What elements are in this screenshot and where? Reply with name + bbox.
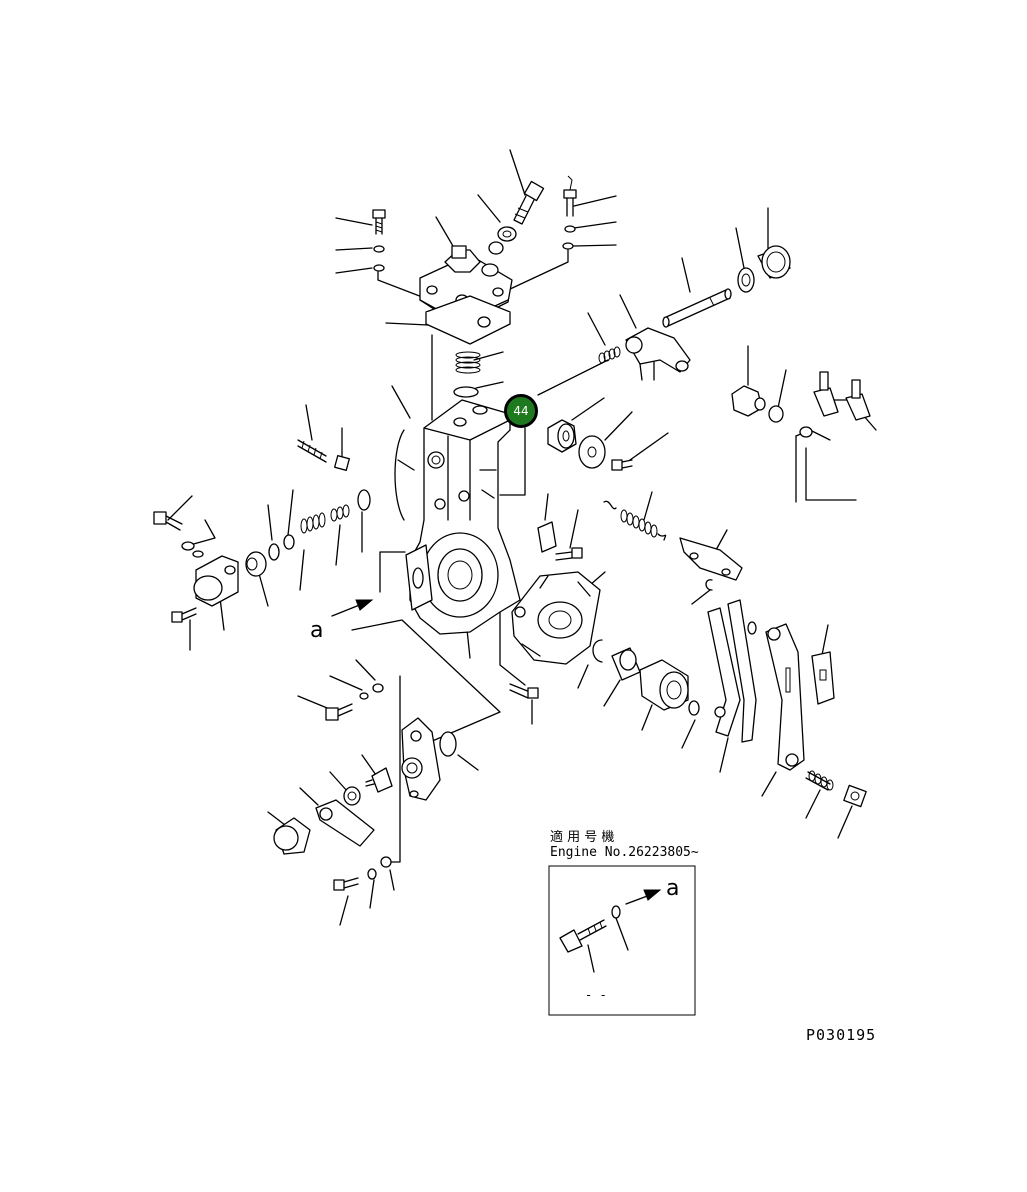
washer: [373, 264, 385, 272]
plate-lower: [315, 799, 375, 847]
o-ring-left: [357, 489, 371, 511]
view-arrow-head: [355, 599, 374, 611]
washer-left-3: [268, 543, 280, 561]
top-cover-assembly: [419, 245, 513, 345]
view-arrow: [331, 603, 363, 617]
washer-lower-2: [359, 692, 369, 700]
circlip: [705, 579, 713, 591]
spring-washer-right: [564, 225, 576, 233]
top-washer: [497, 226, 517, 242]
bracket-plate: [679, 537, 743, 581]
nipple: [365, 767, 393, 793]
inset-arrow-label: a: [666, 876, 680, 901]
plug-right: [731, 385, 766, 417]
spring-long: [603, 500, 667, 541]
bushing-left: [245, 551, 267, 577]
cap-housing: [193, 555, 239, 607]
stud-bolt: [297, 439, 327, 463]
inset-arrow: [625, 894, 651, 905]
washer-left-2: [192, 550, 204, 558]
top-bolt-large: [513, 180, 545, 225]
washer-lower-3: [343, 786, 361, 806]
plug-lower: [273, 817, 311, 855]
small-bracket: [537, 521, 557, 553]
callout-label: 44: [513, 404, 529, 418]
sleeve: [611, 647, 641, 681]
washer-lower-1: [372, 683, 384, 693]
top-bolt-right: [563, 175, 577, 217]
flyweight-holder: [511, 571, 601, 665]
bushing-top: [757, 245, 791, 279]
adjust-screw: [805, 770, 834, 791]
gasket-right: [768, 405, 784, 423]
washer-left: [181, 541, 195, 551]
shim-washer: [688, 700, 700, 716]
shaft-washer: [737, 267, 755, 293]
screw-lower-left: [171, 607, 197, 623]
shaft-lever: [625, 327, 691, 381]
nut-small: [334, 455, 350, 471]
injection-pump-fragment: [795, 371, 877, 503]
washer-left-4: [283, 534, 295, 550]
inset-arrow-head: [643, 889, 662, 901]
washer-disk: [578, 435, 606, 469]
leader-lines: [167, 149, 853, 926]
washer-bottom-2: [380, 856, 392, 868]
bolt-middle: [555, 547, 583, 561]
lock-nut: [843, 784, 867, 808]
lever-plate: [401, 717, 441, 801]
governor-housing: [394, 399, 521, 635]
coil-spring-small: [598, 346, 621, 364]
small-screw: [611, 459, 633, 471]
drawing-number: P030195: [806, 1026, 877, 1044]
view-label-a: a: [310, 618, 324, 643]
gasket-oval: [439, 731, 457, 757]
link-lever: [765, 623, 805, 771]
inset-applicability-heading: 適 用 号 機: [550, 830, 615, 845]
washer-bottom-1: [367, 868, 377, 880]
bolt-left: [153, 511, 183, 531]
inset-part-label: - -: [585, 988, 607, 1002]
washer-right: [562, 242, 574, 250]
lever-middle: [727, 599, 757, 743]
o-ring-top: [453, 386, 479, 398]
inset-frame: [548, 865, 696, 1016]
bolt-lower: [325, 703, 353, 721]
inset-nipple: [559, 919, 607, 953]
top-washer-small: [488, 241, 504, 255]
bearing-cup: [639, 659, 689, 711]
inset-washer: [611, 905, 621, 919]
plunger: [547, 419, 577, 453]
inset-serial-number: Engine No.26223805~: [550, 845, 699, 860]
bolt-bottom: [333, 877, 359, 891]
spring-washer: [373, 245, 385, 253]
top-bolt-left: [372, 209, 386, 235]
small-block: [811, 651, 835, 705]
lever-left: [707, 607, 741, 737]
spring-top: [455, 351, 481, 374]
long-shaft: [662, 288, 732, 328]
callout-badge-44[interactable]: 44: [504, 394, 538, 428]
coil-spring-left-2: [330, 504, 350, 522]
snap-ring: [592, 639, 603, 663]
bolt-under-housing: [509, 683, 539, 699]
coil-spring-left: [300, 512, 326, 534]
